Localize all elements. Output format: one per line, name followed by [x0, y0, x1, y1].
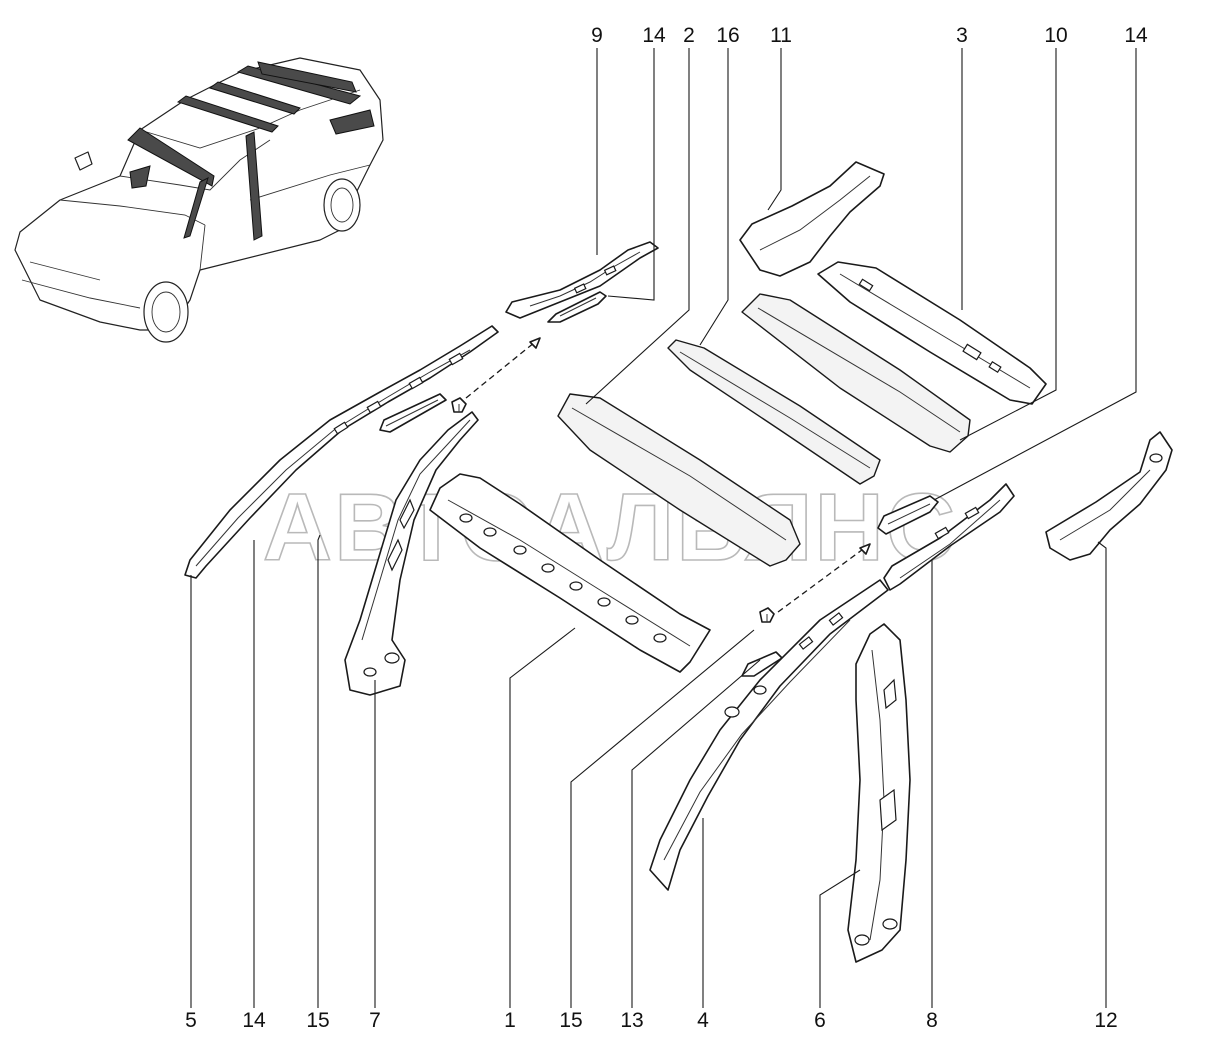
callout-10: 10 [1044, 24, 1067, 47]
part-16-roof-bow-middle [667, 339, 881, 485]
part-9-roof-rail-reinforcement [505, 241, 659, 319]
callout-8: 8 [926, 1009, 938, 1032]
part-6-b-pillar-right [847, 623, 911, 963]
part-12-c-pillar-gusset [1045, 431, 1173, 561]
part-14-bracket-right [877, 495, 939, 535]
part-1-front-roof-crossmember [429, 473, 711, 673]
callout-3: 3 [956, 24, 968, 47]
callout-1: 1 [504, 1009, 516, 1032]
part-2-roof-bow-front [557, 393, 801, 567]
part-15-bracket-left [379, 393, 447, 433]
callout-14-top-right: 14 [1124, 24, 1148, 47]
assembly-dashed-line-left [465, 337, 541, 399]
callout-11: 11 [770, 24, 792, 47]
callout-labels: 9 14 2 16 11 3 10 14 5 14 15 7 1 15 13 4… [185, 24, 1148, 1032]
callout-5: 5 [185, 1009, 197, 1032]
callout-16: 16 [716, 24, 739, 47]
car-overview-thumbnail [14, 57, 384, 343]
callout-4: 4 [697, 1009, 709, 1032]
callout-13: 13 [620, 1009, 643, 1032]
dashed-arrow-head-right [859, 543, 871, 555]
callout-7: 7 [369, 1009, 381, 1032]
dashed-arrow-head-left [529, 337, 541, 349]
part-7-b-pillar-left [344, 411, 479, 696]
part-10-roof-bow-rear [741, 293, 971, 453]
part-4-a-pillar-inner-right [649, 579, 889, 891]
callout-15-bottom-mid: 15 [559, 1009, 582, 1032]
fastener-clip-right [759, 607, 775, 623]
part-3-rear-header-panel [817, 261, 1047, 405]
part-8-roof-rail-reinforcement-right [883, 483, 1015, 591]
watermark-text: АВТОАЛЬЯНС [263, 474, 957, 581]
part-14-bracket-upper-left [547, 291, 607, 323]
callout-6: 6 [814, 1009, 826, 1032]
part-5-a-pillar-outer-rail [184, 325, 499, 579]
assembly-dashed-line-right [777, 543, 871, 613]
callout-14-top-left: 14 [642, 24, 666, 47]
part-13-bracket-right [741, 651, 783, 677]
fastener-clip-left [451, 397, 467, 413]
callout-2: 2 [683, 24, 695, 47]
part-11-rear-roof-gusset [739, 161, 885, 277]
callout-9: 9 [591, 24, 603, 47]
leader-lines [190, 48, 1137, 1008]
callout-14-bottom: 14 [242, 1009, 266, 1032]
callout-12: 12 [1094, 1009, 1117, 1032]
callout-15-bottom-left: 15 [306, 1009, 329, 1032]
